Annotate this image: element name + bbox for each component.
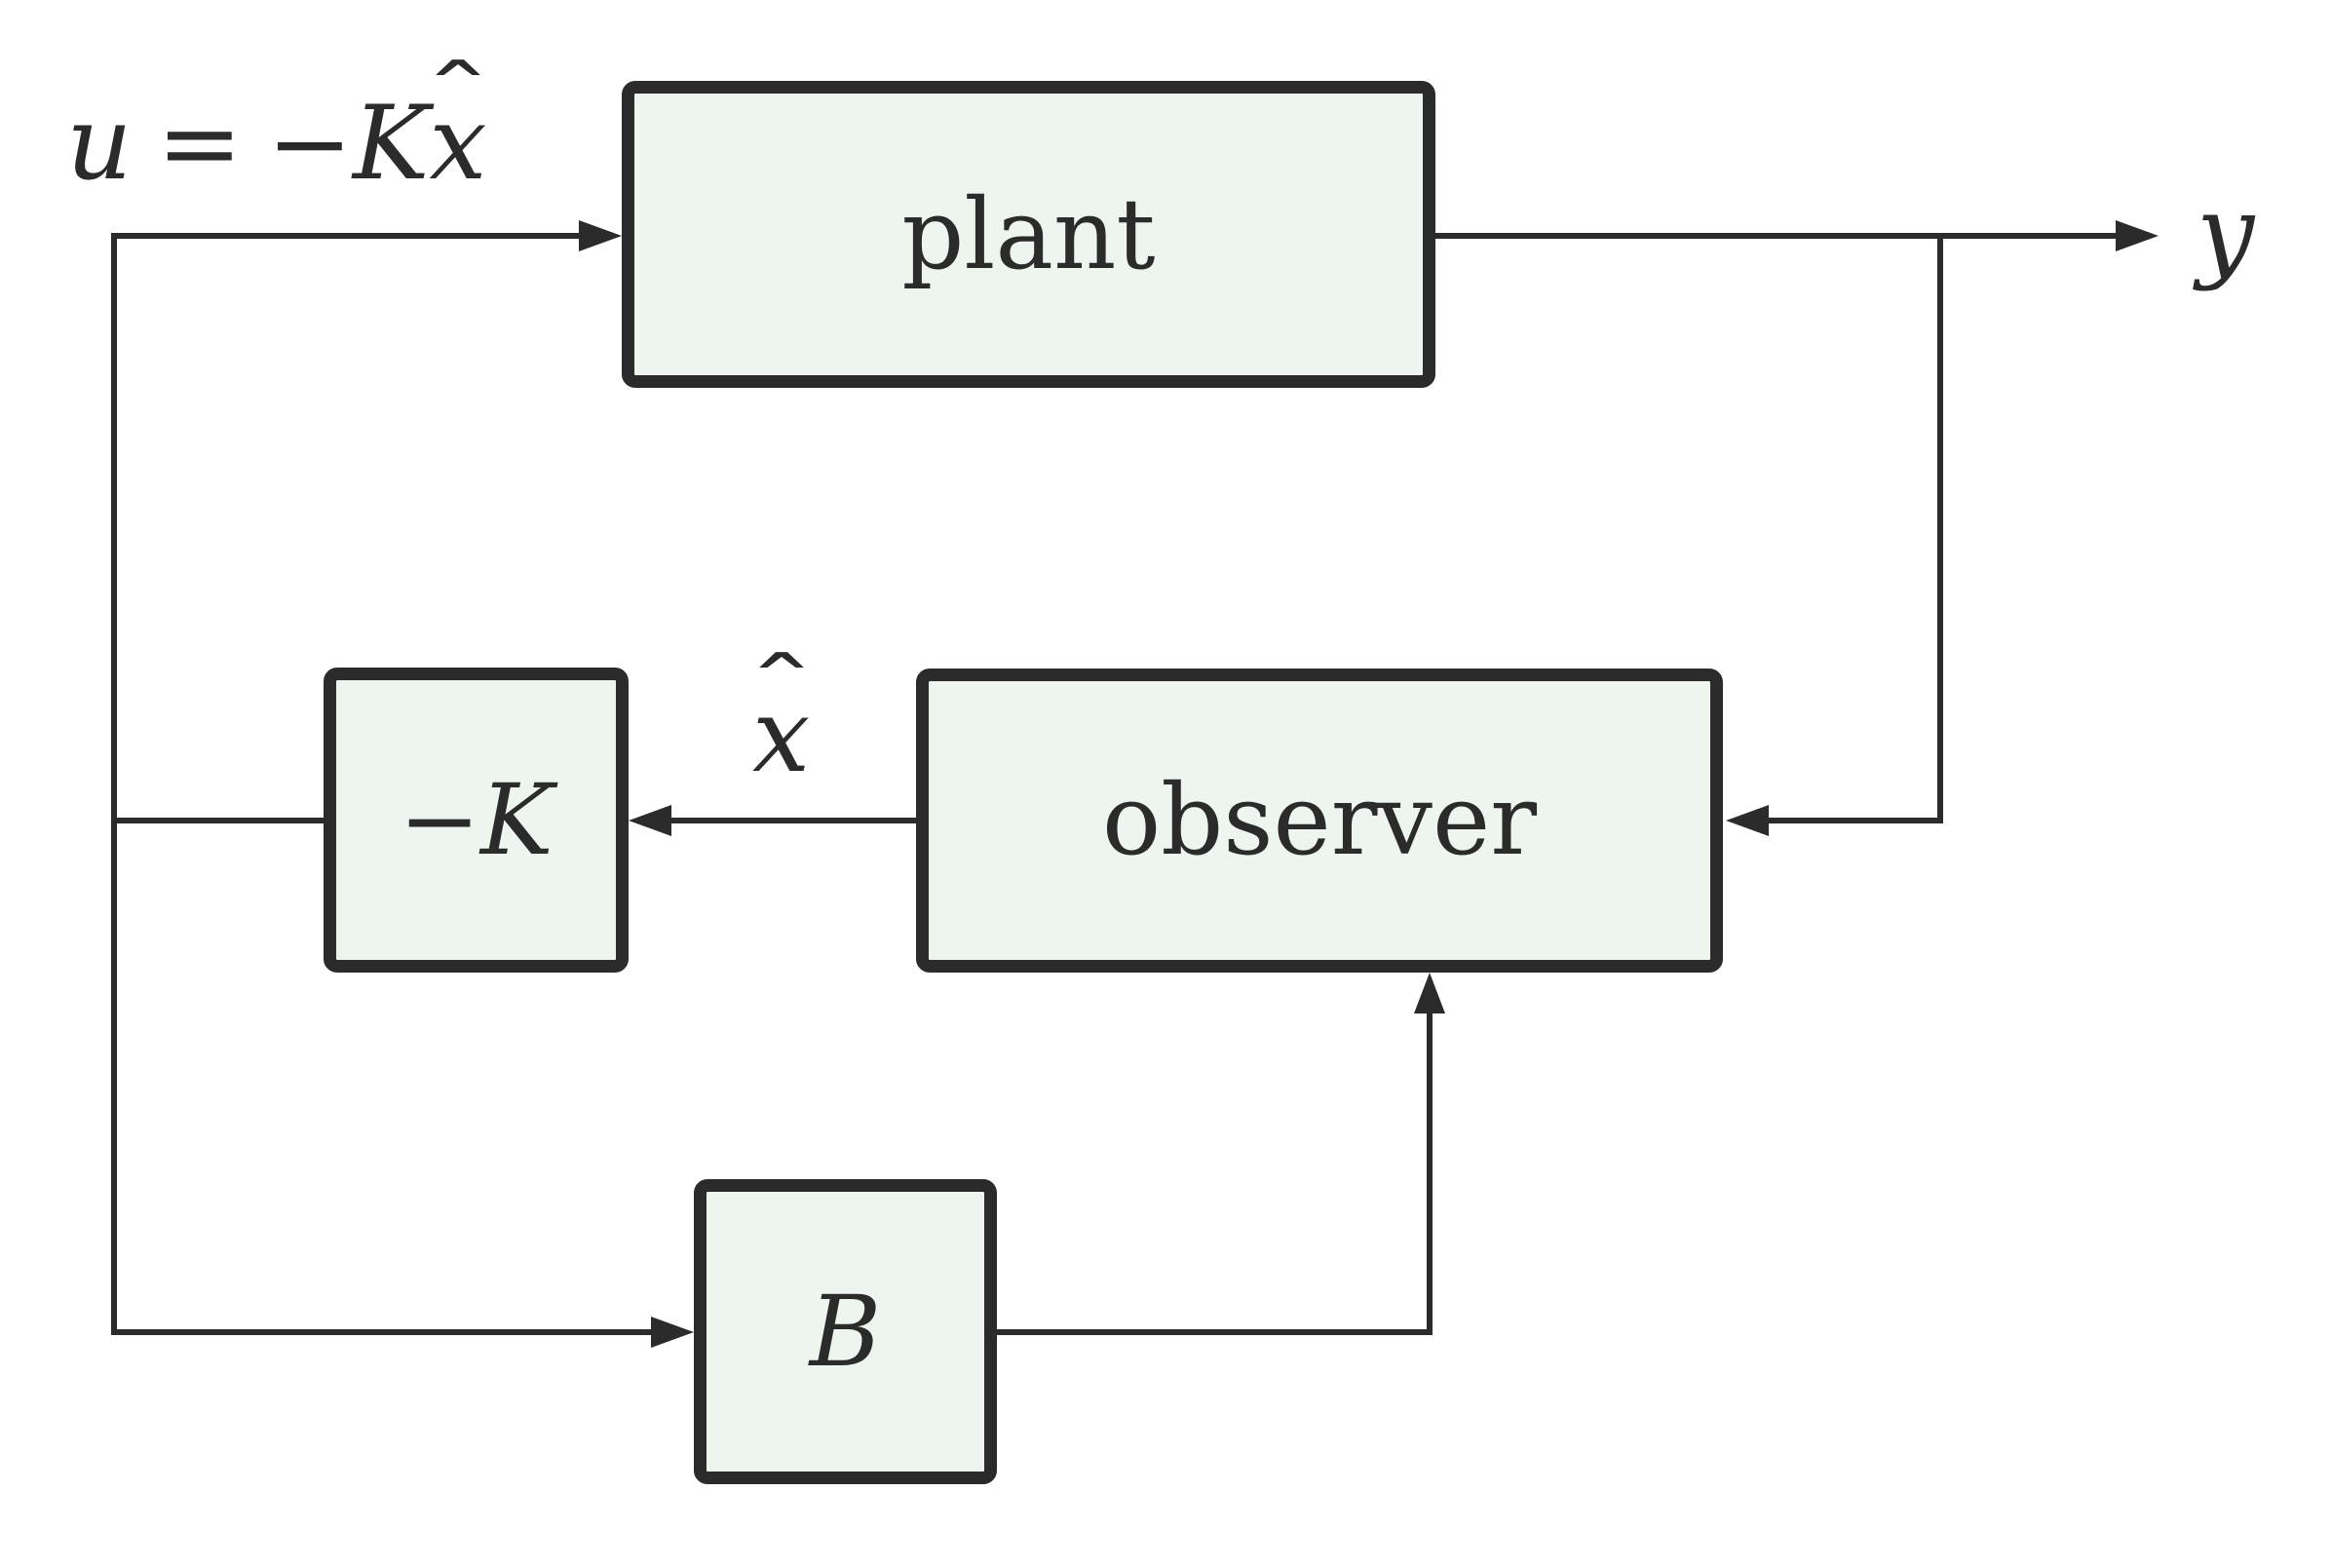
observer-input-arrowhead-icon — [1726, 805, 1769, 836]
plant-output-line — [1435, 233, 2116, 239]
b-input-arrowhead-icon — [651, 1317, 694, 1348]
plant-block: plant — [622, 81, 1435, 388]
minus-k-term: −K — [266, 84, 430, 203]
gain-output-line — [111, 818, 324, 823]
observer-input-line — [1769, 818, 1943, 823]
xhat-hat-mark: ˆ — [745, 641, 818, 740]
observer-block-label: observer — [1102, 763, 1537, 877]
observer-bottom-arrowhead-icon — [1414, 973, 1445, 1013]
u-trunk-vertical-line — [111, 233, 117, 1335]
b-output-vertical-line — [1427, 1010, 1433, 1335]
xhat-x-symbol: x — [752, 676, 811, 795]
plant-block-label: plant — [901, 176, 1156, 291]
gain-input-arrowhead-icon — [629, 805, 671, 836]
plant-input-arrowhead-icon — [579, 220, 622, 251]
equals-sign: = — [156, 84, 243, 203]
y-label: y — [2197, 173, 2255, 292]
x-symbol: x — [429, 84, 487, 203]
b-matrix-block-label: B — [809, 1274, 882, 1389]
observer-block: observer — [916, 669, 1723, 973]
gain-block: −K — [324, 668, 629, 973]
plant-input-line — [111, 233, 579, 239]
y-output-arrowhead-icon — [2116, 220, 2159, 251]
b-matrix-block: B — [694, 1179, 997, 1484]
b-output-line — [997, 1329, 1433, 1335]
hat-mark: ˆ — [422, 49, 494, 147]
xhat-line — [671, 818, 916, 823]
b-input-line — [111, 1329, 651, 1335]
gain-block-label: −K — [399, 762, 554, 877]
u-symbol: u — [66, 84, 133, 203]
y-feedback-vertical-line — [1937, 233, 1943, 823]
